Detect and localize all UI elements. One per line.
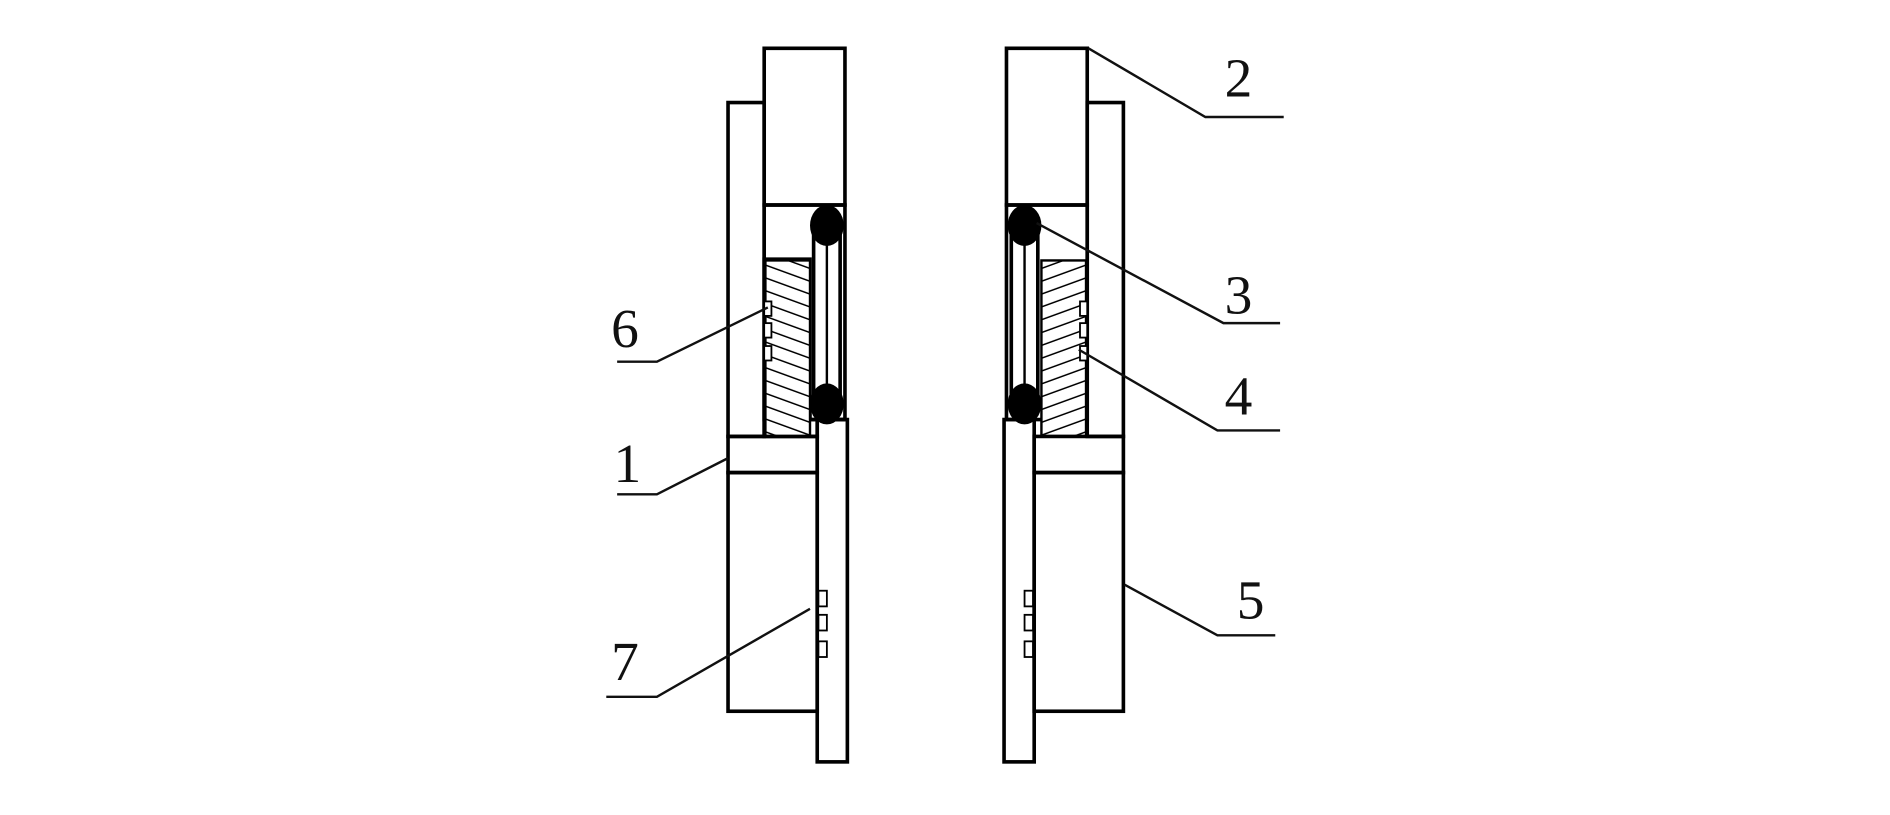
leader-6 [617,306,769,363]
label-4: 4 [1225,366,1253,427]
lower-gap [726,434,820,475]
leader-3 [1036,222,1281,325]
groove-marks-6 [763,300,773,362]
part-1-housing-upper-wall [726,100,767,439]
left-section [726,46,850,764]
part-2-cap [762,46,847,207]
part-1-housing-lower [726,470,820,714]
label-1: 1 [614,433,642,494]
leader-2 [1087,47,1284,119]
groove-marks-7 [817,589,828,658]
label-6: 6 [611,298,639,359]
label-2: 2 [1225,48,1253,109]
leader-1 [617,457,729,496]
part-3-o-ring-top [810,205,844,246]
label-5: 5 [1237,569,1265,630]
right-section [1002,46,1126,764]
label-3: 3 [1225,264,1253,325]
leader-4 [1078,348,1281,432]
part-3-o-ring-bottom [810,383,844,425]
label-7: 7 [611,631,639,692]
leader-5 [1124,583,1276,637]
leader-7 [606,607,811,698]
